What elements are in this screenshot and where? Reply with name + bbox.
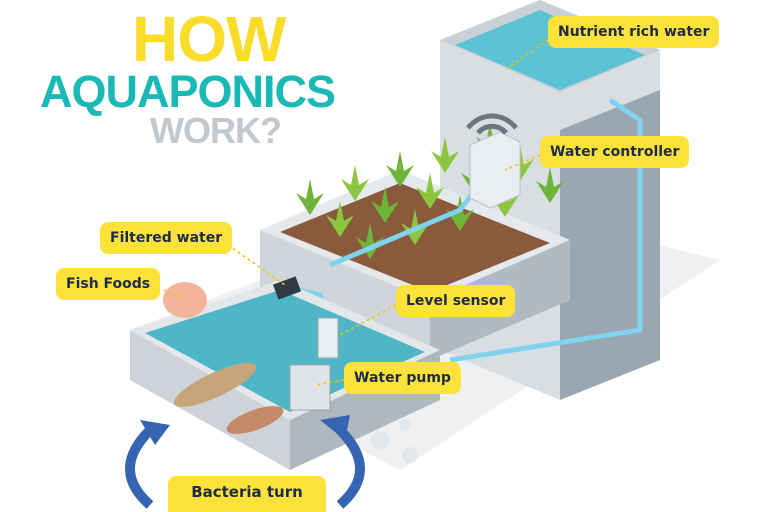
label-water-pump: Water pump — [344, 362, 461, 394]
cycle-arrow-icon — [336, 426, 365, 509]
title-work: WORK? — [150, 110, 282, 151]
plant — [341, 165, 369, 201]
label-nutrient-rich-water: Nutrient rich water — [548, 16, 720, 48]
plant — [446, 195, 474, 231]
label-fish-foods: Fish Foods — [56, 268, 161, 300]
arrowhead-icon — [320, 415, 350, 440]
arrowhead-icon — [140, 420, 170, 445]
plant — [416, 173, 444, 209]
title-how: HOW — [132, 3, 286, 75]
title-aquaponics: AQUAPONICS — [40, 66, 336, 117]
fish — [173, 363, 257, 407]
plant — [386, 151, 414, 187]
label-filtered-water: Filtered water — [100, 222, 233, 254]
leader-lines — [163, 39, 549, 386]
filtered-water-outlet — [272, 276, 302, 300]
plant — [326, 201, 354, 237]
plant — [356, 223, 384, 259]
label-level-sensor: Level sensor — [396, 285, 516, 317]
water-pump — [289, 364, 331, 411]
plant — [536, 167, 564, 203]
water-controller — [466, 113, 521, 209]
cycle-arrow-icon — [125, 426, 154, 509]
label-bacteria: Bacteria turn — [168, 476, 326, 512]
bubbles — [371, 419, 418, 463]
fish-food-bucket — [163, 282, 207, 318]
label-water-controller: Water controller — [540, 136, 690, 168]
plant — [296, 179, 324, 215]
wifi-icon — [466, 113, 518, 130]
plant — [371, 187, 399, 223]
level-sensor — [317, 317, 339, 359]
plant — [431, 137, 459, 173]
fish — [226, 406, 284, 434]
